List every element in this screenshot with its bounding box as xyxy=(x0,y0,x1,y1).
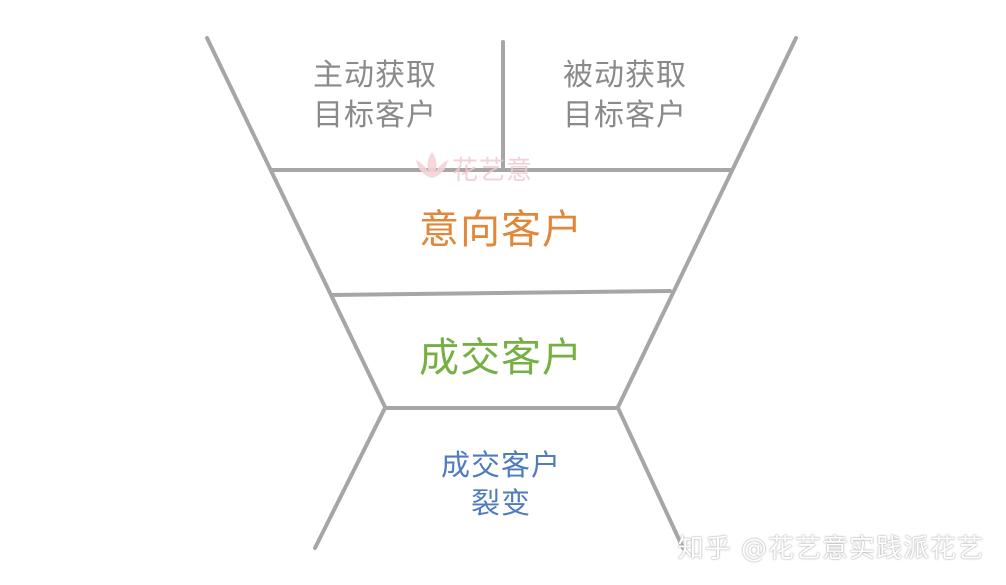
zhihu-watermark: 知乎 @花艺意实践派花艺 xyxy=(677,534,984,564)
funnel-right-edge-lower xyxy=(616,406,685,550)
stage1-left-line1: 主动获取 xyxy=(313,58,437,93)
funnel-left-edge-upper xyxy=(205,36,387,409)
stage4-line1: 成交客户 xyxy=(440,448,561,482)
stage2-label: 意向客户 xyxy=(419,207,583,253)
funnel-right-edge-upper xyxy=(616,36,798,409)
stage1-left-line2: 目标客户 xyxy=(313,98,437,133)
stage1-right-label: 被动获取 目标客户 xyxy=(550,56,700,136)
stage4-line2: 裂变 xyxy=(470,486,531,520)
lotus-logo-icon xyxy=(416,152,448,178)
stage1-right-line2: 目标客户 xyxy=(563,98,687,133)
stage1-left-label: 主动获取 目标客户 xyxy=(300,56,450,136)
stage1-right-line1: 被动获取 xyxy=(563,58,687,93)
stage3-label: 成交客户 xyxy=(419,335,583,381)
funnel-divider-2 xyxy=(329,289,672,297)
stage4-label: 成交客户 裂变 xyxy=(416,446,586,522)
brand-watermark: 花艺意 xyxy=(452,156,534,186)
funnel-left-edge-lower xyxy=(313,406,387,550)
